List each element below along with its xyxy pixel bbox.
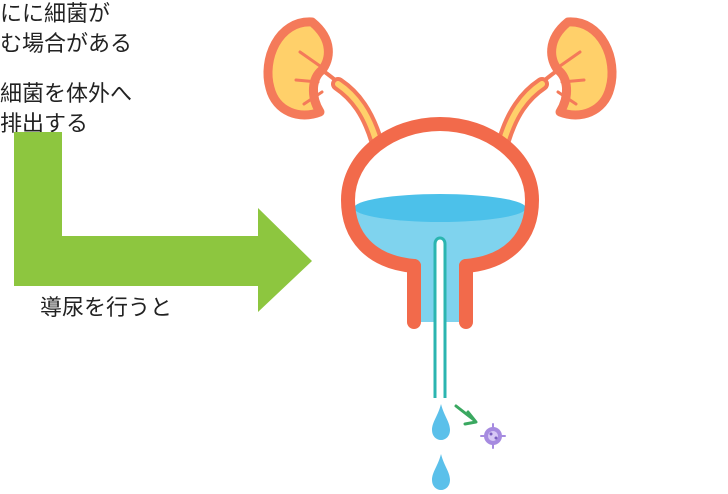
arrow-caption: 導尿を行うと	[40, 296, 173, 321]
urine-drop-1	[432, 404, 450, 440]
top-text: にに細菌が む場合がある	[0, 0, 200, 80]
top-text-line2: む場合がある	[0, 32, 133, 57]
urine-drop-2	[432, 454, 450, 490]
right-kidney	[522, 17, 617, 120]
left-kidney	[263, 17, 358, 120]
top-text-line1: にに細菌が	[0, 2, 111, 27]
green-arrow	[14, 132, 312, 312]
bacteria-icon	[480, 423, 506, 449]
result-text-line1: 細菌を体外へ	[0, 82, 133, 107]
catheter	[433, 236, 447, 398]
